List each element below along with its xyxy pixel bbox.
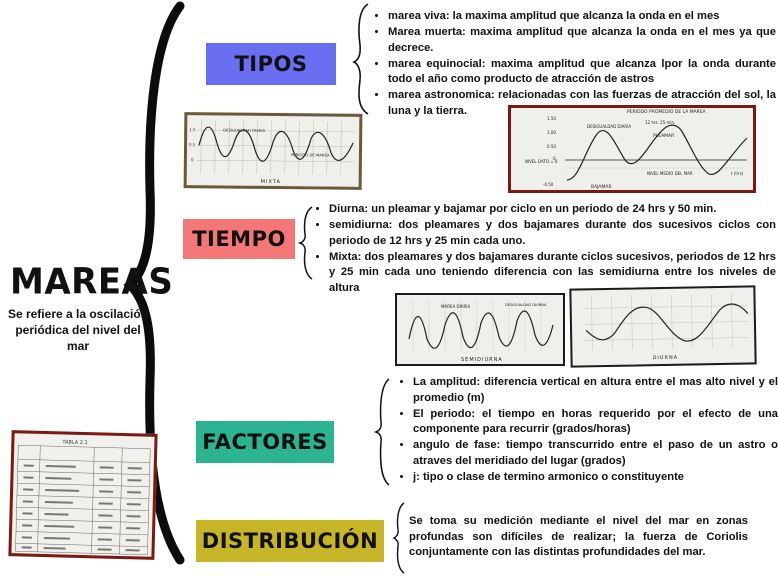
factores-label: FACTORES <box>202 430 328 454</box>
semidiurna-tide-figure: MAREA DIARIA DESIGUALDAD DIURNA SEMIDIUR… <box>395 293 565 366</box>
semidiurna-annotation: DESIGUALDAD DIURNA <box>505 303 547 307</box>
factores-brace <box>373 378 390 486</box>
main-title: MAREAS <box>10 261 174 303</box>
list-item: Mixta: dos pleamares y dos bajamares dur… <box>329 250 776 297</box>
harmonic-table-figure: TABLA 2.1 <box>8 430 158 560</box>
factores-label-box: FACTORES <box>196 421 334 463</box>
list-item: Diurna: un pleamar y bajamar por ciclo e… <box>329 202 776 218</box>
mixta-ytick: 0.5 <box>189 142 196 147</box>
period-ytick: 1.00 <box>547 130 556 135</box>
list-item: marea equinocial: maxima amplitud que al… <box>388 57 776 88</box>
list-item: Marea muerta: maxima amplitud que alcanz… <box>388 25 776 56</box>
period-nivel-medio: NIVEL MEDIO DEL MAR <box>647 171 693 176</box>
mixta-ytick: 0 <box>191 157 194 162</box>
factores-list: La amplitud: diferencia vertical en altu… <box>399 375 778 486</box>
mixta-ytick: 1.0 <box>189 127 196 132</box>
period-bajamar: BAJAMAR <box>591 184 612 190</box>
tipos-list: marea viva: la maxima amplitud que alcan… <box>374 9 776 120</box>
list-item: semidiurna: dos pleamares y dos bajamare… <box>329 218 776 249</box>
period-ytick: 0 <box>553 156 556 161</box>
period-duration: 12 hrs. 25 min. <box>645 120 675 125</box>
distribucion-label-box: DISTRIBUCIÓN <box>196 520 384 562</box>
main-subtitle: Se refiere a la oscilación periódica del… <box>7 307 149 353</box>
list-item: El periodo: el tiempo en horas requerido… <box>413 407 778 438</box>
period-pleamar: PLEAMAR <box>653 133 674 139</box>
period-header: PERIODO PROMEDIO DE LA MAREA <box>627 109 707 115</box>
list-item: marea viva: la maxima amplitud que alcan… <box>388 9 776 25</box>
period-ytick: 1.50 <box>547 116 556 121</box>
tipos-label: TIPOS <box>234 52 308 76</box>
list-item: marea astronomica: relacionadas con las … <box>388 88 776 119</box>
list-item: La amplitud: diferencia vertical en altu… <box>413 375 778 406</box>
period-ytick: 0.50 <box>547 144 556 149</box>
mixta-annotation: DESIGUALDAD DIARIA <box>223 127 265 132</box>
semidiurna-caption: SEMIDIURNA <box>461 357 503 363</box>
table-title: TABLA 2.1 <box>61 439 88 446</box>
period-time-axis: t (hrs) <box>731 171 744 176</box>
tiempo-brace <box>297 206 313 280</box>
distribucion-label: DISTRIBUCIÓN <box>201 529 379 553</box>
list-item: j: tipo o clase de termino armonico o co… <box>413 470 778 486</box>
mixta-annotation: PERIODO DE MAREA <box>291 152 330 157</box>
tiempo-label-box: TIEMPO <box>183 219 295 259</box>
mixta-tide-figure: 1.0 0.5 0 DESIGUALDAD DIARIA PERIODO DE … <box>183 112 363 190</box>
period-desigualdad: DESIGUALDAD DIARIA <box>587 124 631 129</box>
semidiurna-annotation: MAREA DIARIA <box>441 304 470 309</box>
tide-period-figure: PERIODO PROMEDIO DE LA MAREA 12 hrs. 25 … <box>508 105 756 193</box>
tipos-brace <box>352 3 369 115</box>
list-item: angulo de fase: tiempo transcurrido entr… <box>413 438 778 469</box>
period-nivel-dato: NIVEL DATO = 0 <box>525 159 558 164</box>
tipos-label-box: TIPOS <box>206 43 336 85</box>
period-ytick: -0.50 <box>543 182 554 187</box>
tiempo-list: Diurna: un pleamar y bajamar por ciclo e… <box>315 202 776 297</box>
diurna-caption: DIURNA <box>652 355 678 361</box>
distribucion-brace <box>392 502 405 574</box>
mixta-caption: MIXTA <box>261 179 281 185</box>
diurna-tide-figure: DIURNA <box>569 285 757 368</box>
distribucion-text: Se toma su medición mediante el nivel de… <box>409 515 748 559</box>
tiempo-label: TIEMPO <box>192 227 286 251</box>
